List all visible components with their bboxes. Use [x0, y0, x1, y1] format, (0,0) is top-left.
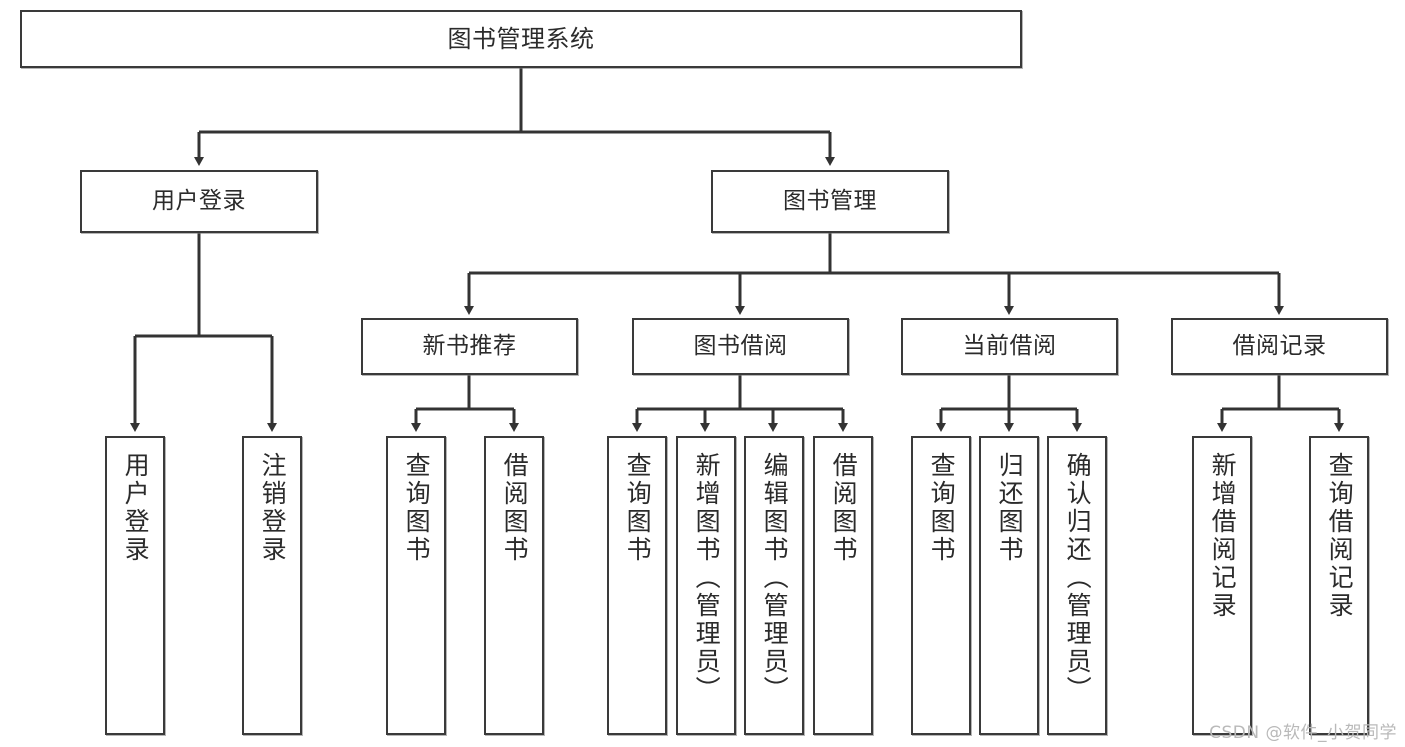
- node-label: 图书管理: [783, 187, 877, 214]
- node-new-book-recommend[interactable]: 新书推荐: [361, 318, 578, 375]
- leaf-borrow-book[interactable]: 借阅图书: [813, 436, 873, 735]
- leaf-add-borrow-record[interactable]: 新增借阅记录: [1192, 436, 1252, 735]
- node-book-borrow[interactable]: 图书借阅: [632, 318, 849, 375]
- node-label: 新增借阅记录: [1208, 452, 1238, 620]
- node-label: 用户登录: [121, 452, 151, 564]
- node-user-login[interactable]: 用户登录: [80, 170, 318, 233]
- node-label: 查询图书: [927, 452, 957, 564]
- node-label: 图书管理系统: [447, 24, 595, 53]
- node-book-management[interactable]: 图书管理: [711, 170, 949, 233]
- leaf-return-book[interactable]: 归还图书: [979, 436, 1039, 735]
- node-label: 新书推荐: [422, 332, 517, 359]
- node-label: 借阅图书: [829, 452, 859, 564]
- node-label: 借阅记录: [1232, 332, 1327, 359]
- node-root-system[interactable]: 图书管理系统: [20, 10, 1022, 68]
- leaf-logout-login[interactable]: 注销登录: [242, 436, 302, 735]
- node-label: 新增图书（管理员）: [692, 452, 722, 704]
- node-label: 注销登录: [258, 452, 288, 564]
- node-label: 确认归还（管理员）: [1063, 452, 1093, 704]
- node-label: 借阅图书: [500, 452, 530, 564]
- node-current-borrow[interactable]: 当前借阅: [901, 318, 1118, 375]
- leaf-user-login[interactable]: 用户登录: [105, 436, 165, 735]
- node-label: 查询图书: [623, 452, 653, 564]
- leaf-edit-book-admin[interactable]: 编辑图书（管理员）: [744, 436, 804, 735]
- leaf-query-borrow-record[interactable]: 查询借阅记录: [1309, 436, 1369, 735]
- leaf-borrow-book-recommend[interactable]: 借阅图书: [484, 436, 544, 735]
- csdn-watermark: CSDN @软件_小贺同学: [1209, 723, 1397, 743]
- leaf-query-book-recommend[interactable]: 查询图书: [386, 436, 446, 735]
- node-label: 用户登录: [152, 187, 246, 214]
- leaf-confirm-return-admin[interactable]: 确认归还（管理员）: [1047, 436, 1107, 735]
- node-label: 查询借阅记录: [1325, 452, 1355, 620]
- node-borrow-record[interactable]: 借阅记录: [1171, 318, 1388, 375]
- leaf-query-book-current[interactable]: 查询图书: [911, 436, 971, 735]
- node-label: 当前借阅: [962, 332, 1057, 359]
- node-label: 图书借阅: [693, 332, 788, 359]
- leaf-query-book-borrow[interactable]: 查询图书: [607, 436, 667, 735]
- leaf-add-book-admin[interactable]: 新增图书（管理员）: [676, 436, 736, 735]
- node-label: 编辑图书（管理员）: [760, 452, 790, 704]
- node-label: 查询图书: [402, 452, 432, 564]
- node-label: 归还图书: [995, 452, 1025, 564]
